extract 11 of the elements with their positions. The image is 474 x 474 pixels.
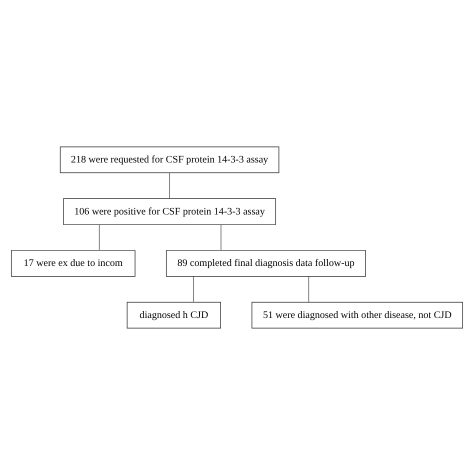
node-box: 89 completed final diagnosis data follow-up — [166, 250, 366, 276]
connector — [220, 224, 222, 250]
node-box: 17 were ex due to incom — [10, 250, 136, 276]
connector — [193, 276, 194, 302]
node-box: diagnosed h CJD — [126, 301, 221, 328]
connector — [308, 276, 310, 302]
node-box: 51 were diagnosed with other disease, not CJD — [252, 301, 464, 328]
node-box: 218 were requested for CSF protein 14-3-3 assay — [60, 146, 280, 173]
connector — [169, 172, 170, 198]
node-box: 106 were positive for CSF protein 14-3-3 assay — [63, 198, 276, 224]
connector — [98, 224, 100, 250]
